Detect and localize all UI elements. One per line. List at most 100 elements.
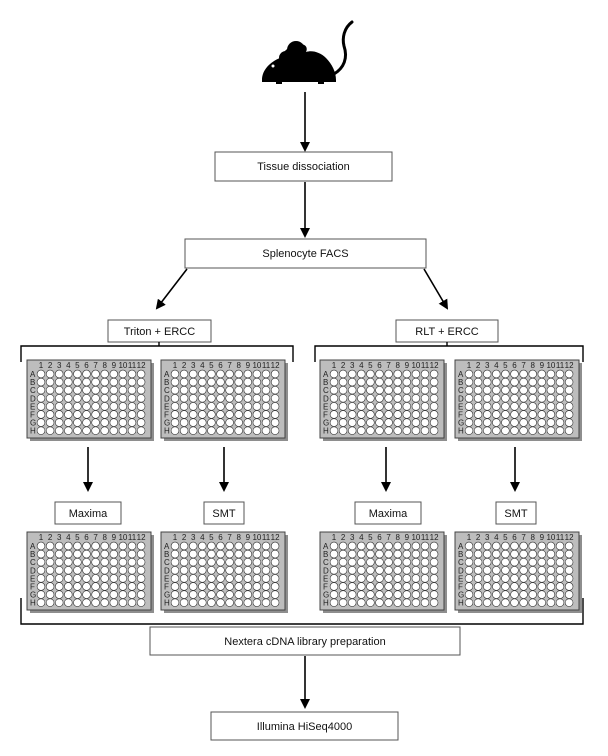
plate-well <box>429 410 439 419</box>
plate-well <box>555 369 565 379</box>
plate-well <box>225 590 234 599</box>
plate-well <box>402 369 411 379</box>
plate-well <box>82 566 91 575</box>
plate-well <box>393 541 402 551</box>
plate-well <box>338 394 348 403</box>
plate-well <box>54 566 64 575</box>
plate-well <box>555 566 565 575</box>
plate-well <box>555 541 565 551</box>
plate-well <box>329 582 339 591</box>
plate-well <box>420 369 430 379</box>
triton-ercc-box: Triton + ERCC <box>107 319 212 343</box>
plate-well <box>45 386 55 395</box>
plate-well <box>234 418 243 427</box>
plate-well <box>64 402 73 411</box>
plate-row-label: D <box>164 566 170 575</box>
plate-well <box>216 549 225 559</box>
plate-well <box>234 402 243 411</box>
plate-well <box>179 557 189 567</box>
plate-well <box>564 386 574 395</box>
plate-well <box>366 590 375 599</box>
plate-well <box>564 377 574 387</box>
plate-well <box>82 394 91 403</box>
plate-well <box>366 582 375 591</box>
plate-column-label: 8 <box>236 533 241 542</box>
plate-well <box>519 549 528 559</box>
plate-well <box>198 418 207 427</box>
plate-well <box>109 598 119 607</box>
plate-well <box>179 574 189 583</box>
plate-well <box>91 557 100 567</box>
plate-well <box>357 402 366 411</box>
plate-well <box>170 402 180 411</box>
plate-well <box>216 410 225 419</box>
plate-well <box>252 598 262 607</box>
plate-column-label: 7 <box>386 533 391 542</box>
plate-column-label: 7 <box>521 361 526 370</box>
plate-well <box>473 386 483 395</box>
plate-well <box>528 377 537 387</box>
plate-well <box>464 410 474 419</box>
plate-well <box>338 598 348 607</box>
plate-column-label: 1 <box>467 361 472 370</box>
plate-well <box>127 377 137 387</box>
plate-well <box>366 574 375 583</box>
plate-well <box>564 418 574 427</box>
plate-well <box>483 574 492 583</box>
plate-well <box>252 541 262 551</box>
plate-well <box>91 598 100 607</box>
plate-well <box>348 582 357 591</box>
plate-well <box>100 598 109 607</box>
plate-well <box>216 557 225 567</box>
plate-column-label: 9 <box>405 361 410 370</box>
plate-well <box>366 369 375 379</box>
plate-well <box>136 557 146 567</box>
plate-well <box>54 590 64 599</box>
plate-well <box>73 541 82 551</box>
plate-well <box>170 418 180 427</box>
plate-row-label: A <box>30 542 36 551</box>
plate-well <box>464 566 474 575</box>
plate-well <box>429 377 439 387</box>
plate-well <box>261 541 271 551</box>
plate-row-label: C <box>164 558 170 567</box>
plate-well <box>270 418 280 427</box>
plate-well <box>109 582 119 591</box>
plate-well <box>519 598 528 607</box>
plate-well <box>261 410 271 419</box>
plate-well <box>492 369 501 379</box>
plate-column-label: 3 <box>191 361 196 370</box>
plate-well <box>464 418 474 427</box>
plate-well <box>54 557 64 567</box>
plate-well <box>483 426 492 435</box>
plate-well <box>366 598 375 607</box>
plate-well <box>118 590 128 599</box>
plate-well <box>136 598 146 607</box>
plate-row-label: F <box>164 583 169 592</box>
plate-well <box>510 426 519 435</box>
plate-well <box>384 549 393 559</box>
plate-well <box>420 377 430 387</box>
plate-well <box>82 582 91 591</box>
plate-well <box>225 426 234 435</box>
plate-column-label: 2 <box>182 361 187 370</box>
rlt-ercc-label: RLT + ERCC <box>415 326 479 338</box>
plate-well <box>189 369 198 379</box>
plate-well <box>564 598 574 607</box>
plate-well <box>393 566 402 575</box>
plate-well <box>189 402 198 411</box>
plate-well <box>118 566 128 575</box>
plate-well <box>100 386 109 395</box>
plate-well <box>384 402 393 411</box>
plate-column-label: 6 <box>377 533 382 542</box>
plate-well <box>170 541 180 551</box>
plate-well <box>329 369 339 379</box>
plate-well <box>338 386 348 395</box>
plate-well <box>375 541 384 551</box>
plate-well <box>45 549 55 559</box>
plate-well <box>64 557 73 567</box>
plate-well <box>411 582 421 591</box>
plate-well <box>109 377 119 387</box>
plate-column-label: 2 <box>341 533 346 542</box>
